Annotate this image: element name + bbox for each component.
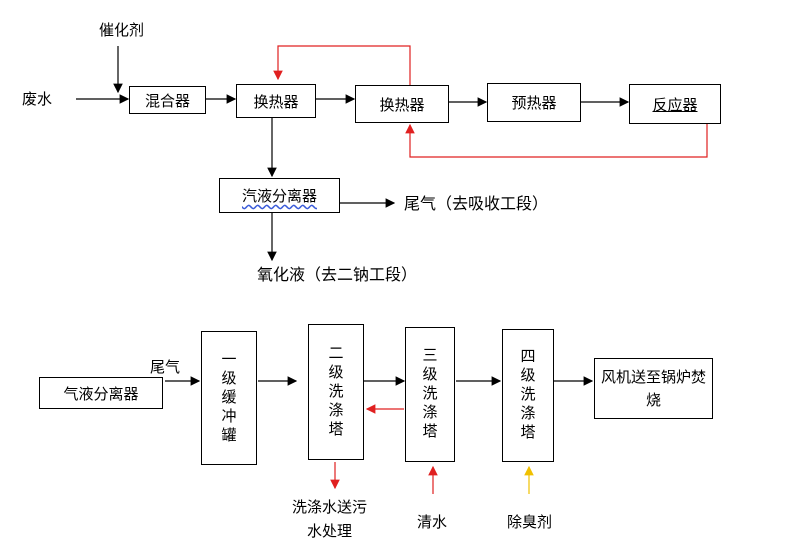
wastewater-label: 废水 [22,90,53,108]
fan-boiler-label: 风机送至锅炉焚烧 [601,367,707,409]
recycle-hx2-to-hx1 [273,45,411,85]
tail-gas-label: 尾气 [150,358,181,376]
vapor-liquid-separator-box: 汽液分离器 [219,178,340,213]
scrubber-3-label: 三级洗涤塔 [420,347,439,442]
buffer-tank-box: 一级缓冲罐 [201,331,257,465]
gas-liquid-separator-box: 气液分离器 [39,377,163,409]
scrubber-2-label: 二级洗涤塔 [326,344,345,440]
buffer-tank-label: 一级缓冲罐 [219,350,238,446]
mixer-label: 混合器 [144,91,190,110]
preheater-box: 预热器 [487,83,581,122]
gas-liquid-separator-label: 气液分离器 [63,384,139,403]
catalyst-label: 催化剂 [99,21,145,39]
scrubber-3-box: 三级洗涤塔 [405,327,455,462]
wash-water-label-line2: 水处理 [307,522,353,540]
scrubber-4-label: 四级洗涤塔 [518,348,537,443]
reactor-label: 反应器 [652,95,698,114]
preheater-label: 预热器 [511,94,557,112]
recycle-reactor-to-hx2 [405,123,708,158]
deodorant-label: 除臭剂 [507,513,553,531]
scrubber-2-box: 二级洗涤塔 [308,324,364,460]
heat-exchanger-2-label: 换热器 [379,95,425,114]
heat-exchanger-2-box: 换热器 [355,85,449,123]
tail-gas-to-absorption-label: 尾气（去吸收工段） [404,194,549,213]
heat-exchanger-1-box: 换热器 [236,84,316,118]
mixer-box: 混合器 [129,86,206,114]
oxidized-liquid-label: 氧化液（去二钠工段） [257,265,418,284]
wash-water-label-line1: 洗涤水送污 [292,498,368,516]
scrubber-4-box: 四级洗涤塔 [502,329,554,462]
reactor-box: 反应器 [629,84,721,124]
clean-water-label: 清水 [417,513,448,531]
fan-boiler-box: 风机送至锅炉焚烧 [594,358,713,419]
vapor-liquid-separator-label: 汽液分离器 [241,187,317,205]
heat-exchanger-1-label: 换热器 [253,92,299,111]
